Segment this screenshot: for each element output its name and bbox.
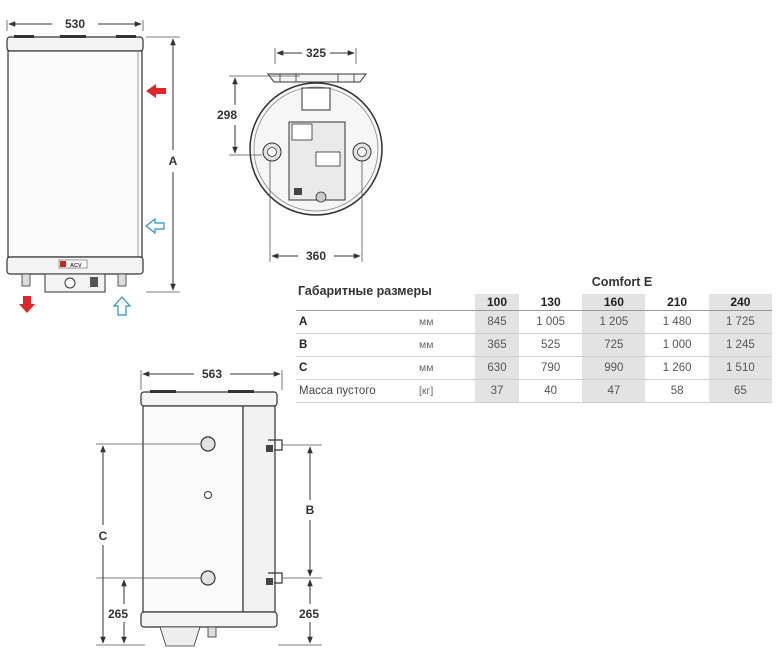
cell: 630 — [475, 356, 520, 380]
cell: 725 — [582, 333, 646, 357]
tank-body-side — [142, 405, 244, 613]
tank-body-front — [7, 50, 143, 258]
cell: 1 480 — [645, 310, 709, 334]
cell: 790 — [519, 356, 583, 380]
diameter-label: 360 — [306, 249, 326, 263]
cell: 845 — [475, 310, 520, 334]
width-side-label: 563 — [202, 367, 222, 381]
row-param: Масса пустого — [296, 379, 419, 403]
offset-left-label: 265 — [108, 607, 128, 621]
model-name: Comfort E — [591, 275, 653, 289]
cell: 1 000 — [645, 333, 709, 357]
cell: 990 — [582, 356, 646, 380]
bracket-height-label: 298 — [217, 108, 237, 122]
dimensions-table: 100 130 160 210 240 A мм 845 1 005 1 205… — [296, 294, 772, 403]
table-row: C мм 630 790 990 1 260 1 510 — [296, 356, 772, 380]
cold-inlet-arrow-icon — [112, 296, 132, 316]
column-header: 100 — [475, 294, 520, 311]
table-header-row: 100 130 160 210 240 — [296, 294, 772, 311]
cell: 1 725 — [708, 310, 772, 334]
row-param: A — [296, 310, 419, 334]
table-row: Масса пустого [кг] 37 40 47 58 65 — [296, 379, 772, 403]
cell: 1 260 — [645, 356, 709, 380]
front-view: 530 ACV A — [6, 17, 180, 316]
cell: 40 — [519, 379, 583, 403]
column-header: 160 — [582, 294, 646, 311]
cell: 1 005 — [519, 310, 583, 334]
cell: 1 510 — [708, 356, 772, 380]
table-row: A мм 845 1 005 1 205 1 480 1 725 — [296, 310, 772, 334]
cell: 65 — [708, 379, 772, 403]
row-unit: [кг] — [419, 379, 475, 403]
brand-logo — [58, 259, 88, 269]
row-unit: мм — [419, 356, 475, 380]
row-param: C — [296, 356, 419, 380]
row-unit: мм — [419, 333, 475, 357]
cell: 47 — [582, 379, 646, 403]
dim-b-label: B — [306, 503, 315, 517]
table-row: B мм 365 525 725 1 000 1 245 — [296, 333, 772, 357]
cell: 525 — [519, 333, 583, 357]
row-unit: мм — [419, 310, 475, 334]
cell: 1 205 — [582, 310, 646, 334]
cell: 37 — [475, 379, 520, 403]
svg-text:ACV: ACV — [70, 263, 82, 269]
side-view: 563 C 265 — [96, 367, 322, 647]
cell: 58 — [645, 379, 709, 403]
top-view: 325 298 360 — [217, 46, 383, 263]
hot-outlet-arrow-icon — [19, 296, 35, 313]
cold-water-arrow-icon — [145, 217, 165, 235]
dim-c-label: C — [99, 529, 108, 543]
column-header: 240 — [708, 294, 772, 311]
bracket-width-label: 325 — [306, 46, 326, 60]
cell: 365 — [475, 333, 520, 357]
hot-water-arrow-icon — [146, 84, 166, 98]
row-param: B — [296, 333, 419, 357]
width-top-label: 530 — [65, 17, 85, 31]
column-header: 130 — [519, 294, 583, 311]
offset-right-label: 265 — [299, 607, 319, 621]
height-a-label: A — [169, 154, 178, 168]
column-header: 210 — [645, 294, 709, 311]
cell: 1 245 — [708, 333, 772, 357]
